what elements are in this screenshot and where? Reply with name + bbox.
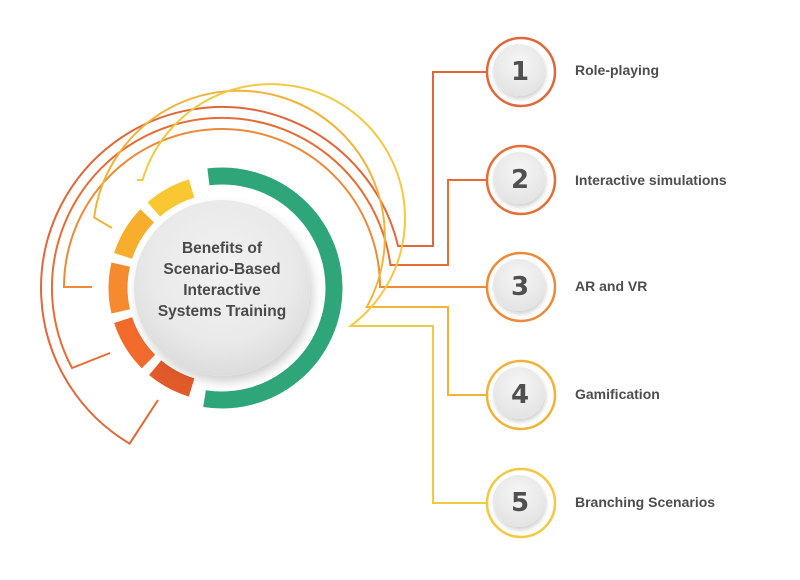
- number-text: 5: [511, 488, 529, 518]
- number-badge-1: 1: [485, 36, 557, 108]
- number-text: 2: [511, 165, 529, 195]
- connector-line-1: [40, 71, 490, 445]
- center-title-line: Scenario-Based: [163, 261, 281, 278]
- ring-segment-5: [147, 179, 195, 217]
- number-disc: [493, 259, 545, 311]
- segmented-ring: [108, 179, 195, 397]
- ring-segment-1: [149, 360, 195, 397]
- center-title-line: Interactive: [183, 282, 261, 299]
- number-badge-4: 4: [485, 359, 557, 431]
- connector-line-4: [93, 89, 490, 396]
- number-text: 4: [511, 380, 529, 410]
- center-title-line: Systems Training: [157, 303, 287, 320]
- center-disc: [134, 200, 310, 376]
- ring-segment-3: [108, 262, 131, 314]
- number-badge-3: 3: [485, 251, 557, 323]
- connector-line-2: [50, 116, 490, 370]
- number-disc: [493, 44, 545, 96]
- center-title: Benefits of Scenario-Based Interactive S…: [134, 238, 310, 322]
- number-disc: [493, 152, 545, 204]
- item-label-1: Role-playing: [575, 62, 660, 78]
- item-label-4: Gamification: [575, 386, 660, 402]
- number-disc: [493, 367, 545, 419]
- number-text: 3: [511, 272, 529, 302]
- item-label-3: AR and VR: [575, 278, 648, 294]
- connector-line-5: [136, 83, 490, 504]
- ring-segment-4: [114, 209, 155, 260]
- number-badge-5: 5: [485, 467, 557, 539]
- item-label-5: Branching Scenarios: [575, 494, 716, 510]
- number-badge-2: 2: [485, 144, 557, 216]
- green-arc: [203, 167, 343, 409]
- number-disc: [493, 475, 545, 527]
- number-text: 1: [511, 57, 529, 87]
- connector-line-3: [62, 128, 490, 288]
- item-label-2: Interactive simulations: [575, 172, 727, 188]
- ring-segment-2: [114, 316, 156, 369]
- center-title-line: Benefits of: [181, 240, 263, 257]
